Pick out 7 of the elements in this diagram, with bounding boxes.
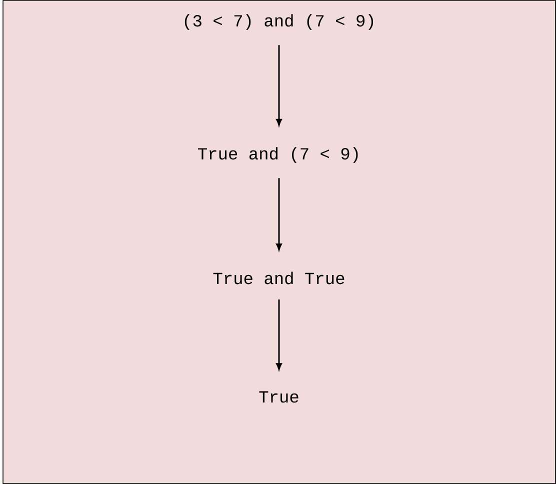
expression-text: (3 < 7) and (7 < 9) <box>184 14 374 30</box>
expression-text: True and (7 < 9) <box>198 147 358 163</box>
arrow <box>276 45 282 126</box>
expression-text: True and True <box>213 272 344 284</box>
arrow <box>276 178 282 250</box>
expression-text: True <box>259 391 298 403</box>
arrow <box>276 299 282 370</box>
